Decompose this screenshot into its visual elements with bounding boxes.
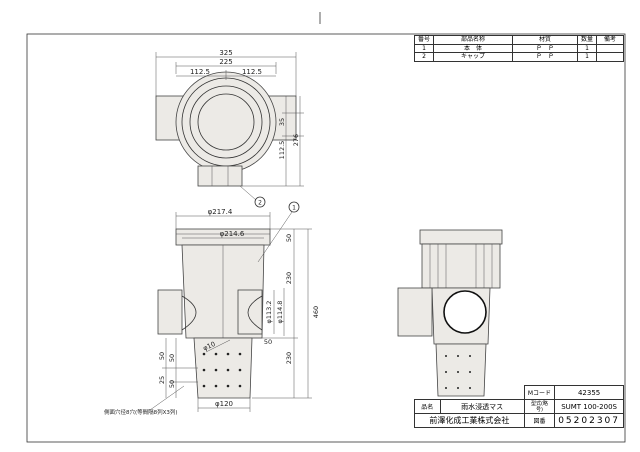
dim-276: 276 <box>292 134 300 146</box>
header-number: 番号 <box>414 35 434 45</box>
top-view <box>155 52 304 208</box>
side-view <box>397 229 503 397</box>
dim-dia-114: φ114.8 <box>276 301 284 324</box>
dim-25: 25 <box>158 376 166 384</box>
model-value: SUMT 100-200S <box>554 399 624 414</box>
row1-material: Ｐ Ｐ <box>512 43 578 53</box>
header-quantity: 数量 <box>577 35 597 45</box>
row2-material: Ｐ Ｐ <box>512 52 578 62</box>
dim-230-upper: 230 <box>285 272 293 284</box>
dim-225: 225 <box>219 58 232 66</box>
parts-list-table: 番号 部品名称 材質 数量 備考 1 本 体 Ｐ Ｐ 1 2 キャップ Ｐ Ｐ … <box>414 35 624 62</box>
drawing-number-label: 図番 <box>523 413 556 428</box>
model-label: 型式(略号) <box>523 399 556 414</box>
dim-112-right: 112.5 <box>242 68 262 76</box>
parts-list-header: 番号 部品名称 材質 数量 備考 <box>414 35 624 45</box>
row1-remarks <box>596 43 624 53</box>
row2-remarks <box>596 52 624 62</box>
drawing-frame <box>26 33 626 443</box>
dim-50-c: 50 <box>168 380 176 388</box>
row1-part-name: 本 体 <box>433 43 513 53</box>
dim-dia-214: φ214.6 <box>220 230 245 238</box>
table-row: 1 本 体 Ｐ Ｐ 1 <box>414 43 624 53</box>
row1-quantity: 1 <box>577 43 597 53</box>
row1-number: 1 <box>414 43 434 53</box>
dim-112-right-vertical: 112.5 <box>278 141 286 160</box>
header-part-name: 部品名称 <box>433 35 513 45</box>
dim-50-mid: 50 <box>264 338 272 346</box>
row2-number: 2 <box>414 52 434 62</box>
dim-325: 325 <box>219 49 232 57</box>
dim-35: 35 <box>278 118 286 126</box>
dim-230-lower: 230 <box>285 352 293 364</box>
mcode-label: Mコード <box>523 385 556 400</box>
row2-part-name: キャップ <box>433 52 513 62</box>
dim-50-b: 50 <box>168 354 176 362</box>
dim-dia-113: φ113.2 <box>265 301 273 324</box>
name-value: 雨水浸透マス <box>439 399 525 414</box>
callout-2: 2 <box>258 200 262 207</box>
name-label: 品名 <box>414 399 441 414</box>
header-material: 材質 <box>512 35 578 45</box>
mcode-value: 42355 <box>554 385 624 400</box>
company-name: 前澤化成工業株式会社 <box>414 413 525 428</box>
hole-note: 側面穴径8穴(等間隔8列X3列) <box>104 408 178 416</box>
drawing-number-value: 05202307 <box>554 413 624 428</box>
callout-1: 1 <box>292 205 296 212</box>
dim-dia-217: φ217.4 <box>208 208 233 216</box>
dim-50-top: 50 <box>285 234 293 242</box>
table-row: 2 キャップ Ｐ Ｐ 1 <box>414 52 624 62</box>
dim-112-left: 112.5 <box>190 68 210 76</box>
dim-460: 460 <box>312 306 320 318</box>
header-remarks: 備考 <box>596 35 624 45</box>
section-view <box>149 201 312 412</box>
dim-50-a: 50 <box>158 352 166 360</box>
dim-dia-120: φ120 <box>215 400 233 408</box>
title-block: Mコード 42355 品名 雨水浸透マス 型式(略号) SUMT 100-200… <box>414 385 624 428</box>
row2-quantity: 1 <box>577 52 597 62</box>
